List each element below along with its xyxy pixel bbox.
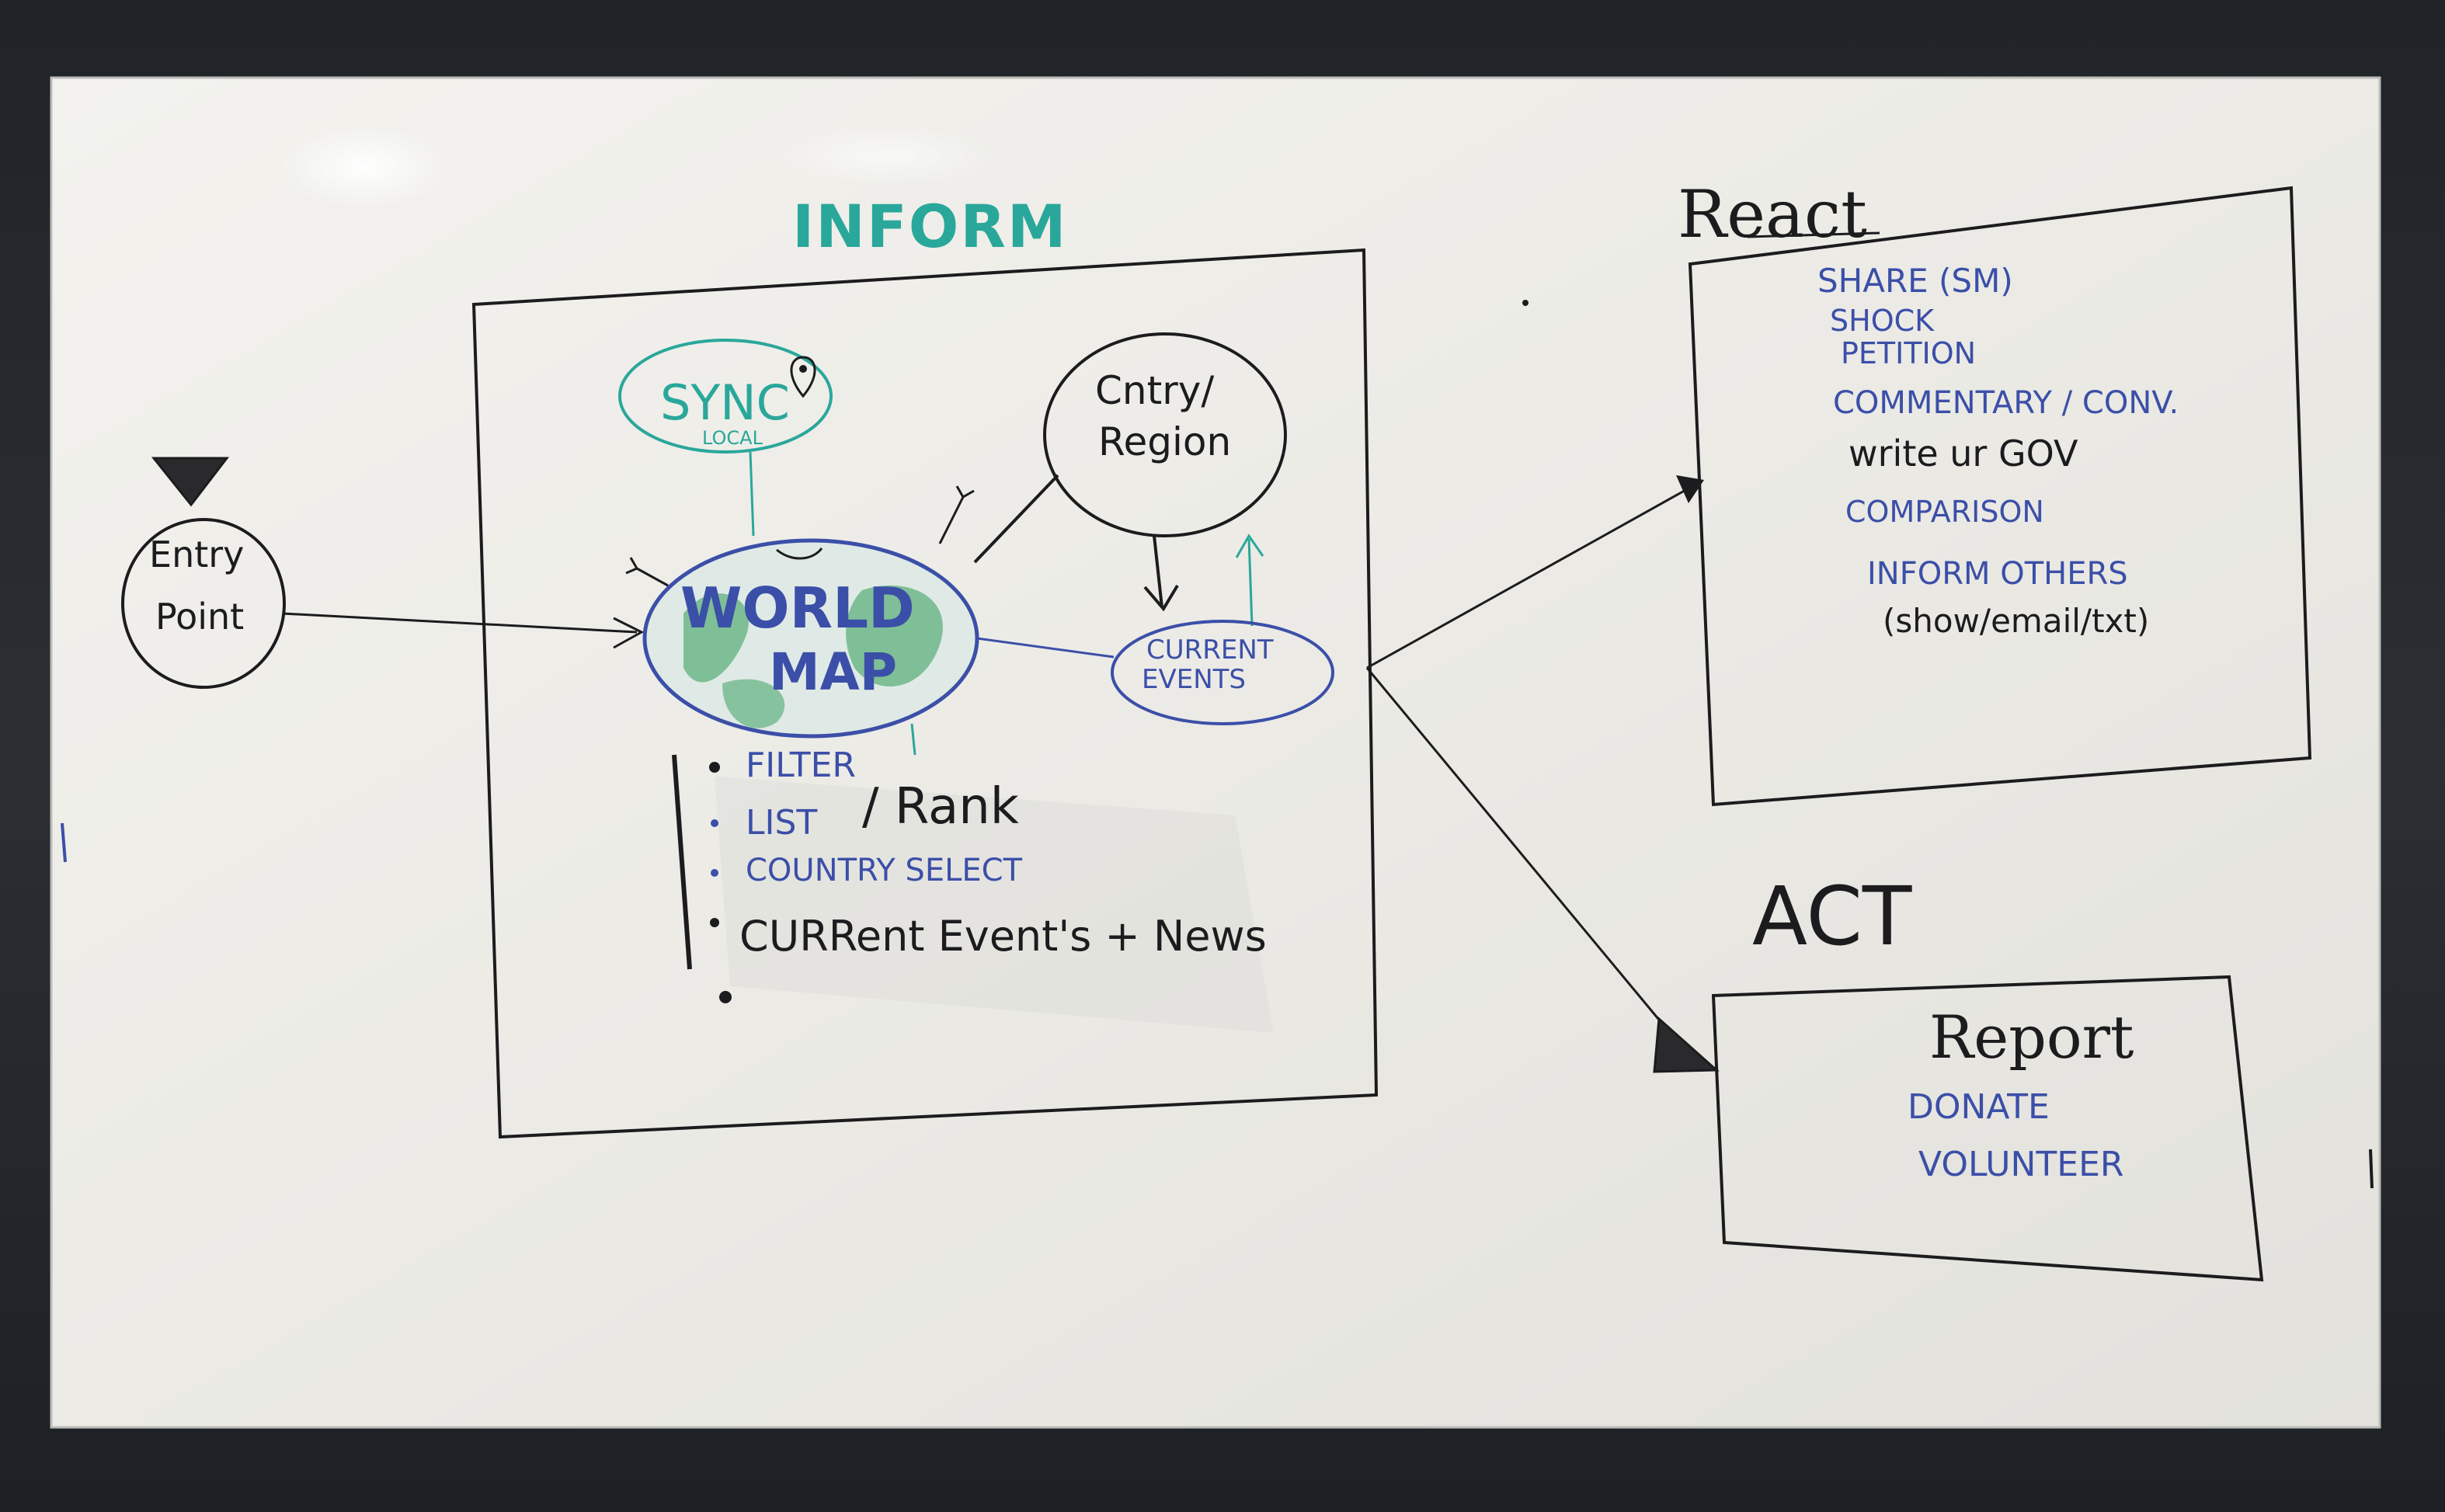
act-box: [1711, 975, 2264, 1282]
location-pin-dot: [799, 365, 807, 373]
country-region-node: [1043, 332, 1287, 537]
location-pin-icon: [790, 356, 816, 398]
marker-dot: [1522, 300, 1529, 306]
list-shadow-panel: [715, 777, 1274, 1033]
sync-local-node: [618, 339, 833, 454]
events-to-country-arrow: [1247, 538, 1254, 627]
sync-label: SYNC: [660, 374, 790, 431]
edge-smudge: [61, 822, 67, 863]
arrow-head: [1143, 584, 1179, 612]
country-to-events-arrow: [1153, 535, 1163, 608]
current-events-line2: EVENTS: [1142, 664, 1246, 695]
react-item-inform-others: INFORM OTHERS: [1867, 556, 2128, 592]
inform-title: INFORM: [792, 192, 1068, 261]
act-item-volunteer: VOLUNTEER: [1918, 1145, 2123, 1184]
sync-connector: [749, 451, 755, 537]
act-triangle-icon: [1653, 1016, 1720, 1073]
list-bullet: [711, 869, 718, 877]
smile-doodle: [776, 547, 823, 560]
world-map-title-line2: MAP: [769, 642, 897, 702]
inform-to-react-arrow: [1366, 480, 1702, 669]
arrow-head: [1676, 475, 1704, 503]
country-region-line2: Region: [1098, 419, 1231, 464]
continent-scribble: [683, 593, 749, 683]
entry-point-label-line2: Point: [155, 596, 244, 638]
sync-local-sublabel: LOCAL: [702, 427, 763, 449]
list-bracket: [672, 754, 692, 970]
react-item-comparison: COMPARISON: [1845, 495, 2044, 529]
react-item-share: SHARE (SM): [1817, 262, 2013, 300]
list-country-select: COUNTRY SELECT: [746, 853, 1023, 888]
list-list: LIST: [746, 803, 817, 843]
react-box: [1688, 186, 2312, 807]
arrow-head: [1235, 534, 1264, 558]
list-bullet: [719, 991, 732, 1003]
map-to-events-line: [976, 637, 1115, 659]
current-events-node: [1111, 620, 1334, 725]
react-item-petition: PETITION: [1841, 336, 1976, 370]
continent-scribble: [722, 679, 785, 728]
list-bullet: [709, 762, 720, 773]
entry-point-label-line1: Entry: [149, 534, 244, 575]
arm-doodle: [938, 485, 975, 544]
whiteboard-surface: [50, 76, 2381, 1429]
list-bullet: [710, 918, 719, 927]
react-title-underline: [1747, 231, 1880, 238]
current-events-line1: CURRENT: [1146, 634, 1274, 666]
map-to-country-line: [973, 474, 1059, 564]
light-glare: [280, 124, 450, 210]
light-glare: [777, 124, 994, 186]
entry-point-node: [121, 518, 286, 689]
react-item-commentary: COMMENTARY / CONV.: [1833, 385, 2179, 421]
inform-to-act-arrow: [1365, 667, 1671, 1034]
act-item-report: Report: [1929, 1003, 2134, 1072]
list-rank: / Rank: [862, 778, 1019, 836]
list-filter: FILTER: [746, 746, 856, 785]
list-bullet: [711, 819, 718, 827]
arm-doodle: [625, 557, 669, 587]
map-to-list-line: [910, 723, 916, 756]
react-title: React: [1678, 176, 1867, 252]
edge-smudge: [2369, 1149, 2374, 1189]
country-region-line1: Cntry/: [1095, 368, 1214, 413]
entry-to-map-arrow: [282, 612, 638, 634]
react-item-shock: SHOCK: [1830, 304, 1935, 338]
arrow-head: [613, 617, 645, 649]
funnel-icon: [151, 457, 230, 507]
act-item-donate: DONATE: [1908, 1087, 2050, 1127]
list-current-events-news: CURRent Event's + News: [739, 912, 1267, 961]
inform-box: [471, 248, 1379, 1139]
world-map-title-line1: WORLD: [680, 575, 915, 641]
continent-scribble: [846, 585, 943, 686]
react-item-show-email-txt: (show/email/txt): [1883, 602, 2149, 640]
act-title: ACT: [1752, 869, 1912, 964]
react-item-write-gov: write ur GOV: [1849, 433, 2078, 474]
